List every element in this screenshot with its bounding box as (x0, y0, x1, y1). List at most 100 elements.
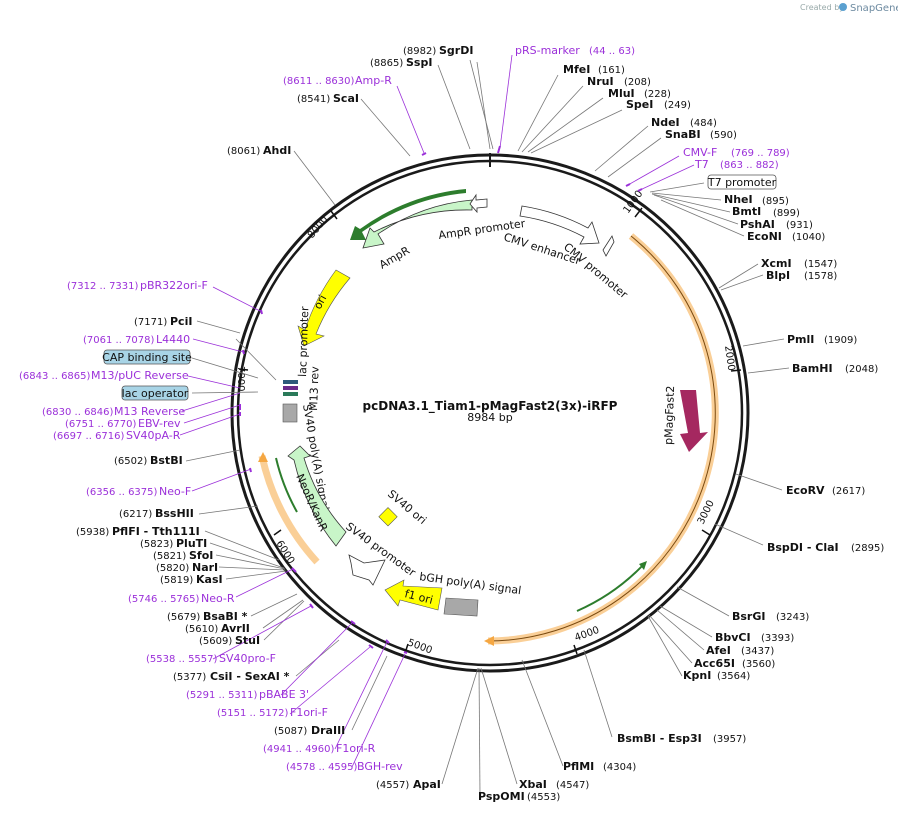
m13-rev-label: M13 rev (307, 366, 322, 411)
primer-name: EBV-rev (138, 417, 181, 430)
site-number: (1547) (804, 259, 837, 270)
primer-leader-line (183, 404, 241, 424)
plasmid-size: 8984 bp (467, 411, 512, 424)
leader-line (594, 125, 649, 172)
leader-line (653, 194, 739, 225)
leader-line (215, 554, 286, 570)
left-band-head (258, 452, 268, 462)
site-name: BamHI (792, 362, 833, 375)
site-labels: (8982) SgrDI (8865) SspI (8541) ScaI (80… (76, 44, 884, 803)
primer-leader-line (334, 641, 388, 750)
site-number: (3243) (776, 612, 809, 623)
primer-leader-line (499, 54, 513, 149)
tick-mark-6000 (273, 529, 282, 536)
lac-feature-grey (282, 403, 298, 423)
site-name: BssHII (155, 507, 194, 520)
site-name: PluTI (176, 537, 207, 550)
site-name: AvrII (221, 622, 250, 635)
primer-mark (403, 651, 408, 654)
primer-range: (5291 .. 5311) (186, 690, 258, 701)
leader-line (530, 109, 623, 154)
primer-range: (7061 .. 7078) (83, 335, 155, 346)
site-number: (8865) (370, 58, 403, 69)
primer-range: (4578 .. 4595) (286, 762, 358, 773)
site-number: (5823) (140, 539, 173, 550)
lac-feature-1 (283, 380, 298, 384)
leader-line (648, 614, 693, 664)
primer-name: F1ori-R (336, 742, 376, 755)
site-number: (5821) (153, 551, 186, 562)
primer-mark (637, 188, 643, 192)
site-name: EcoNI (747, 230, 782, 243)
site-name: ScaI (333, 92, 359, 105)
leader-line (218, 566, 286, 571)
leader-line (441, 667, 479, 785)
site-name: BsaBI * (203, 610, 248, 623)
primer-mark (421, 152, 427, 156)
site-name: PflFI - Tth111I (112, 525, 200, 538)
site-number: (895) (762, 196, 789, 207)
tick-5000: 5000 (406, 637, 434, 656)
site-number: (5819) (160, 575, 193, 586)
site-name: NruI (587, 75, 614, 88)
tick-mark-8000 (330, 210, 338, 220)
site-name: NdeI (651, 116, 680, 129)
tick-7000: 7000 (235, 366, 246, 391)
t7-promoter-label: T7 promoter (707, 176, 777, 189)
site-number: (2048) (845, 364, 878, 375)
leader-line (198, 505, 259, 515)
primer-mark (291, 567, 297, 573)
leader-line (720, 274, 764, 291)
site-number: (6217) (119, 509, 152, 520)
plasmid-name: pcDNA3.1_Tiam1-pMagFast2(3x)-iRFP (363, 399, 618, 414)
site-number: (590) (710, 130, 737, 141)
site-number: (1040) (792, 232, 825, 243)
primer-range: (769 .. 789) (731, 148, 790, 159)
leader-line (660, 199, 745, 237)
primer-name: pRS-marker (515, 44, 580, 57)
tick-mark-1000 (634, 207, 643, 218)
site-name: NheI (724, 193, 753, 206)
primer-leader-line (179, 413, 241, 436)
lac-feature-3 (283, 392, 298, 396)
primer-leader-lines (179, 54, 695, 768)
leader-line (659, 605, 713, 638)
primer-range: (6843 .. 6865) (19, 371, 91, 382)
leader-line (209, 542, 285, 569)
site-number: (3564) (717, 671, 750, 682)
site-number: (5679) (167, 612, 200, 623)
site-name: XcmI (761, 257, 792, 270)
ori-arrow (297, 269, 351, 347)
primer-name: M13/pUC Reverse (91, 369, 189, 382)
leader-line (196, 320, 241, 334)
primer-name: SV40pA-R (126, 429, 181, 442)
site-number: (484) (690, 118, 717, 129)
site-name: StuI (235, 634, 260, 647)
snapgene-logo-icon (839, 3, 847, 11)
leader-line (651, 193, 731, 213)
primer-name: CMV-F (683, 146, 717, 159)
site-name: SnaBI (665, 128, 701, 141)
primer-mark (368, 644, 374, 649)
leader-line (293, 150, 336, 206)
site-name: NarI (192, 561, 218, 574)
leader-line (480, 667, 518, 785)
ampr-label: AmpR (377, 244, 412, 272)
lac-feature-2 (283, 386, 298, 390)
primer-leader-line (289, 646, 371, 715)
site-number: (2895) (851, 543, 884, 554)
site-name: BstBI (150, 454, 183, 467)
leader-line (517, 74, 559, 152)
green-arc-right (576, 562, 646, 612)
site-name: BspDI - ClaI (767, 541, 839, 554)
site-number: (8541) (297, 94, 330, 105)
tick-mark-7000 (238, 368, 249, 371)
lac-operator-label: lac operator (122, 387, 189, 400)
primer-leader-line (181, 392, 241, 412)
insert-band-arrowhead (484, 636, 494, 646)
primer-range: (8611 .. 8630) (283, 76, 355, 87)
sv40-ori-box (378, 507, 398, 527)
site-number: (8982) (403, 46, 436, 57)
pmagfast2-arrow (680, 390, 708, 452)
site-name: AhdI (263, 144, 291, 157)
